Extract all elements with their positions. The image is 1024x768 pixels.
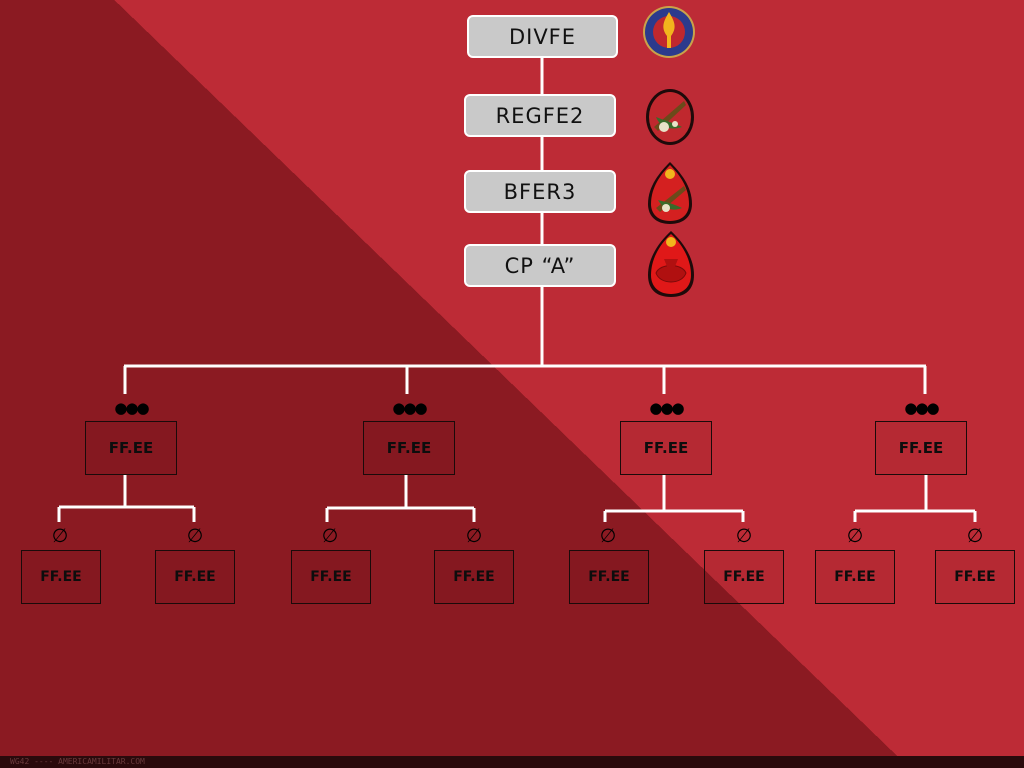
hq-label-division: DIVFE (508, 24, 577, 49)
section-symbol-4a: ∅ (846, 525, 864, 547)
section-symbol-1a: ∅ (51, 525, 69, 547)
section-box-4b: FF.EE (935, 550, 1015, 604)
platoon-box-1: FF.EE (85, 421, 177, 475)
section-label-3a: FF.EE (588, 569, 630, 585)
hq-box-division: DIVFE (467, 15, 618, 58)
section-label-1a: FF.EE (40, 569, 82, 585)
battalion-insignia-icon (648, 162, 692, 224)
platoon-box-4: FF.EE (875, 421, 967, 475)
section-label-4b: FF.EE (954, 569, 996, 585)
section-label-1b: FF.EE (174, 569, 216, 585)
platoon-label-1: FF.EE (108, 439, 154, 457)
division-insignia-icon (643, 6, 695, 58)
section-symbol-2b: ∅ (465, 525, 483, 547)
platoon-label-3: FF.EE (643, 439, 689, 457)
hq-label-regiment: REGFE2 (495, 103, 585, 128)
section-box-4a: FF.EE (815, 550, 895, 604)
section-symbol-3b: ∅ (735, 525, 753, 547)
section-box-1a: FF.EE (21, 550, 101, 604)
section-box-2b: FF.EE (434, 550, 514, 604)
hq-label-battalion: BFER3 (503, 179, 577, 204)
platoon-label-2: FF.EE (386, 439, 432, 457)
platoon-box-2: FF.EE (363, 421, 455, 475)
section-symbol-4b: ∅ (966, 525, 984, 547)
section-symbol-1b: ∅ (186, 525, 204, 547)
platoon-symbol-3: ●●● (649, 399, 684, 417)
platoon-label-4: FF.EE (898, 439, 944, 457)
regiment-insignia-icon (646, 89, 694, 145)
hq-label-company: CP “A” (504, 253, 576, 278)
section-label-3b: FF.EE (723, 569, 765, 585)
section-box-2a: FF.EE (291, 550, 371, 604)
platoon-symbol-1: ●●● (114, 399, 149, 417)
company-insignia-icon (648, 231, 694, 297)
platoon-symbol-4: ●●● (904, 399, 939, 417)
section-symbol-3a: ∅ (599, 525, 617, 547)
section-box-3a: FF.EE (569, 550, 649, 604)
section-box-1b: FF.EE (155, 550, 235, 604)
hq-box-company: CP “A” (464, 244, 616, 287)
section-label-4a: FF.EE (834, 569, 876, 585)
section-label-2a: FF.EE (310, 569, 352, 585)
hq-box-battalion: BFER3 (464, 170, 616, 213)
section-box-3b: FF.EE (704, 550, 784, 604)
platoon-box-3: FF.EE (620, 421, 712, 475)
section-symbol-2a: ∅ (321, 525, 339, 547)
hq-box-regiment: REGFE2 (464, 94, 616, 137)
footer-watermark: WG42 ---- AMERICAMILITAR.COM (0, 756, 1024, 768)
section-label-2b: FF.EE (453, 569, 495, 585)
platoon-symbol-2: ●●● (392, 399, 427, 417)
